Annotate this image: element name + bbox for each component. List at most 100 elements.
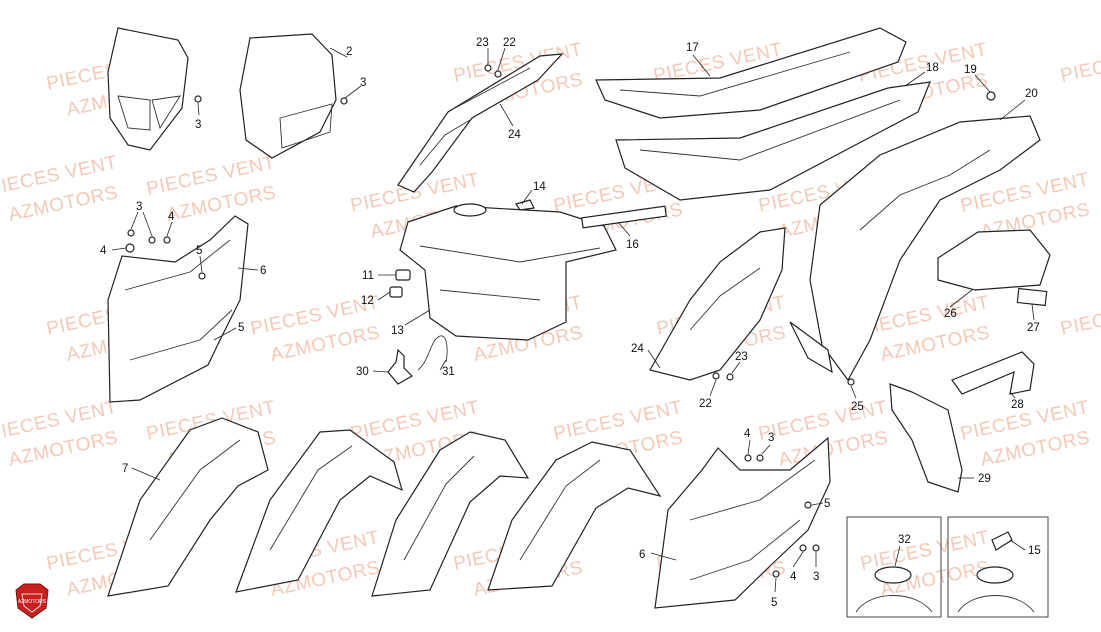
front-mudguard-4-contour [519, 459, 601, 561]
fuel-tank [399, 205, 617, 341]
shield-icon [15, 583, 49, 619]
fuel-filler-neck [453, 203, 487, 217]
side-panel-rear-top [397, 53, 564, 193]
callout-3: 3 [768, 432, 774, 444]
callout-24: 24 [508, 129, 521, 141]
side-panel-left [649, 227, 786, 381]
callout-19: 19 [964, 64, 977, 76]
fender-bracket [789, 321, 833, 374]
callout-23: 23 [735, 351, 748, 363]
front-mudguard-4 [487, 441, 662, 591]
callout-5: 5 [196, 245, 202, 257]
callout-4: 4 [168, 211, 175, 223]
callout-31: 31 [442, 366, 455, 378]
washer-icon [163, 236, 171, 244]
fuel-tap [387, 348, 413, 385]
fuel-hose [417, 335, 448, 371]
callout-12: 12 [361, 295, 374, 307]
callout-22: 22 [503, 37, 516, 49]
callout-32: 32 [898, 534, 911, 546]
locking-fuel-cap-tank-top [957, 595, 1035, 613]
callout-4: 4 [100, 245, 107, 257]
fuel-cap [874, 566, 912, 584]
radiator-shroud-left-contour [124, 239, 233, 361]
watermark-text: PIECES VENT [1059, 39, 1101, 87]
parts-layer [107, 27, 1051, 618]
callout-17: 17 [686, 42, 699, 54]
screw-icon [148, 236, 156, 244]
front-mudguard-3 [371, 431, 530, 597]
seat-upper-contour [619, 51, 851, 97]
callout-13: 13 [391, 325, 404, 337]
locking-fuel-cap [976, 566, 1014, 584]
leader-lines [111, 47, 1035, 593]
screw-icon [194, 95, 202, 103]
rear-grab-handle [951, 351, 1035, 395]
nut-icon [804, 501, 812, 509]
front-mudguard-1 [107, 417, 269, 597]
callout-3: 3 [360, 77, 366, 89]
callout-3: 3 [813, 571, 819, 583]
side-panel-rear-top-detail [419, 67, 531, 166]
rear-mud-flap [889, 383, 963, 493]
screw-icon [484, 64, 492, 72]
screw-icon [726, 373, 734, 381]
callout-5: 5 [238, 322, 244, 334]
radiator-shroud-right [654, 436, 831, 609]
callout-30: 30 [356, 366, 369, 378]
callout-2: 2 [346, 46, 352, 58]
callout-29: 29 [978, 473, 991, 485]
callout-24: 24 [631, 343, 644, 355]
headlight-mask-side-vents [279, 103, 333, 149]
front-mudguard-1-contour [149, 439, 241, 541]
nut-icon [772, 570, 780, 578]
reflector [1016, 287, 1048, 307]
callout-27: 27 [1027, 322, 1040, 334]
side-panel-left-detail [689, 267, 761, 331]
nut-icon [847, 378, 855, 386]
front-mudguard-2 [235, 429, 403, 593]
callout-5: 5 [824, 498, 830, 510]
fuel-tank-contour [419, 245, 601, 301]
washer-icon [494, 70, 502, 78]
azmotors-logo: AZMOTORS [15, 583, 49, 619]
callout-3: 3 [136, 201, 142, 213]
callout-23: 23 [476, 37, 489, 49]
callout-15: 15 [1028, 545, 1041, 557]
callout-25: 25 [851, 401, 864, 413]
seat-lower [615, 81, 931, 201]
headlight-mask-front-lens [117, 95, 181, 131]
tank-mount-clip [515, 199, 535, 211]
callout-7: 7 [122, 463, 128, 475]
tank-cap-gasket [395, 269, 411, 281]
washer-icon [125, 243, 135, 253]
inset-box-locking-cap [947, 516, 1049, 618]
radiator-shroud-right-contour [689, 459, 816, 581]
callout-6: 6 [639, 549, 645, 561]
screw-icon [127, 229, 135, 237]
callout-18: 18 [926, 62, 939, 74]
key-icon [991, 531, 1013, 551]
inset-box-fuel-cap [846, 516, 942, 618]
callout-11: 11 [362, 270, 374, 282]
tail-light-cover [937, 229, 1051, 291]
front-mudguard-2-contour [269, 445, 353, 551]
callout-26: 26 [944, 308, 957, 320]
seat-upper [595, 27, 907, 119]
shield-inner-outline [21, 593, 43, 613]
callout-22: 22 [699, 398, 712, 410]
rear-fender-contour [859, 149, 991, 231]
callout-labels: 3 2 3 23 22 24 17 18 19 20 3 4 4 5 6 5 1… [100, 37, 1041, 609]
washer-icon [799, 544, 807, 552]
bolt-icon [986, 91, 996, 101]
callout-4: 4 [744, 428, 751, 440]
callout-3: 3 [195, 119, 201, 131]
callout-20: 20 [1025, 88, 1038, 100]
headlight-mask-side [239, 33, 337, 159]
tank-valve [389, 286, 403, 298]
watermark-text: PIECES VENT [1059, 292, 1101, 340]
front-mudguard-3-contour [403, 455, 475, 561]
nut-icon [198, 272, 206, 280]
washer-icon [744, 454, 752, 462]
